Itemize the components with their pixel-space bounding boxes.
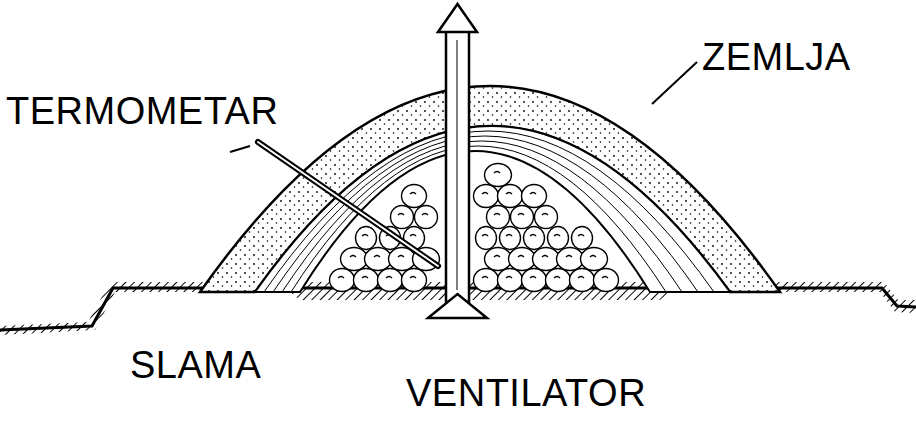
potato-mark bbox=[554, 277, 560, 279]
potato-mark bbox=[566, 256, 572, 258]
potato-mark bbox=[410, 235, 416, 237]
straw-line bbox=[291, 146, 666, 292]
potato-mark bbox=[482, 277, 488, 279]
label-text: SLAMA bbox=[130, 346, 261, 384]
straw-line bbox=[264, 131, 714, 292]
potato-mark bbox=[482, 193, 488, 195]
potato bbox=[476, 227, 497, 250]
potato-pile bbox=[330, 164, 619, 292]
potato bbox=[402, 269, 427, 292]
potato bbox=[548, 227, 569, 250]
potato-mark bbox=[362, 235, 368, 237]
potato bbox=[572, 227, 593, 250]
potato bbox=[474, 185, 499, 208]
soil-layer bbox=[200, 86, 780, 292]
potato bbox=[402, 185, 427, 208]
straw-layer bbox=[255, 126, 730, 292]
potato bbox=[570, 269, 595, 292]
potato bbox=[485, 248, 512, 271]
soil-texture bbox=[200, 86, 780, 292]
potato-mark bbox=[494, 256, 500, 258]
potato-mark bbox=[494, 172, 500, 174]
potato-mark bbox=[530, 193, 536, 195]
potato bbox=[354, 269, 379, 292]
potato bbox=[533, 248, 560, 271]
potato bbox=[500, 227, 521, 250]
potato-mark bbox=[398, 214, 404, 216]
ventilator-arrow bbox=[438, 4, 477, 32]
potato-mark bbox=[530, 235, 536, 237]
straw-line bbox=[282, 141, 682, 292]
potato-mark bbox=[374, 256, 380, 258]
potato bbox=[498, 185, 523, 208]
potato-mark bbox=[482, 235, 488, 237]
potato bbox=[535, 206, 558, 229]
potato-mark bbox=[506, 277, 512, 279]
potato-mark bbox=[350, 256, 356, 258]
potato bbox=[485, 164, 512, 187]
ventilator-pipe bbox=[446, 30, 469, 302]
potato bbox=[341, 248, 368, 271]
thermometer-core bbox=[258, 142, 438, 266]
potato bbox=[474, 269, 499, 292]
potato bbox=[511, 206, 534, 229]
potato-mark bbox=[578, 235, 584, 237]
potato bbox=[594, 269, 619, 292]
potato bbox=[378, 269, 403, 292]
potato-mark bbox=[410, 277, 416, 279]
potato bbox=[415, 206, 438, 229]
potato bbox=[557, 248, 584, 271]
potato bbox=[356, 227, 377, 250]
potato-mark bbox=[422, 214, 428, 216]
potato bbox=[581, 248, 608, 271]
potato-mark bbox=[518, 214, 524, 216]
potato bbox=[546, 269, 571, 292]
potato-mark bbox=[494, 214, 500, 216]
potato-mark bbox=[398, 256, 404, 258]
label-text: ZEMLJA bbox=[702, 38, 851, 76]
potato bbox=[524, 227, 545, 250]
ground-surface bbox=[0, 288, 916, 330]
potato bbox=[365, 248, 392, 271]
ventilator-pipe-detail bbox=[457, 40, 458, 290]
potato-mark bbox=[530, 277, 536, 279]
potato bbox=[522, 185, 547, 208]
leader-line bbox=[652, 62, 697, 104]
potato-mark bbox=[578, 277, 584, 279]
potato-mark bbox=[590, 256, 596, 258]
potato bbox=[509, 248, 536, 271]
straw-base bbox=[290, 292, 670, 300]
leader-line bbox=[230, 146, 250, 152]
potato bbox=[498, 269, 523, 292]
potato-mark bbox=[518, 256, 524, 258]
potato-mark bbox=[542, 256, 548, 258]
potato-mark bbox=[506, 193, 512, 195]
potato bbox=[522, 269, 547, 292]
potato-mark bbox=[386, 277, 392, 279]
potato-mark bbox=[554, 235, 560, 237]
potato bbox=[487, 206, 510, 229]
label-text: VENTILATOR bbox=[406, 374, 646, 412]
potato bbox=[391, 206, 414, 229]
potato-mark bbox=[542, 214, 548, 216]
potato-mark bbox=[362, 277, 368, 279]
straw-lines bbox=[264, 131, 714, 292]
potato-mark bbox=[506, 235, 512, 237]
potato-mark bbox=[410, 193, 416, 195]
potato-mark bbox=[338, 277, 344, 279]
potato-mark bbox=[602, 277, 608, 279]
thermometer bbox=[258, 142, 438, 266]
straw-line bbox=[273, 136, 698, 292]
potato bbox=[330, 269, 355, 292]
ventilator-base bbox=[428, 294, 487, 318]
label-text: TERMOMETAR bbox=[6, 92, 278, 130]
